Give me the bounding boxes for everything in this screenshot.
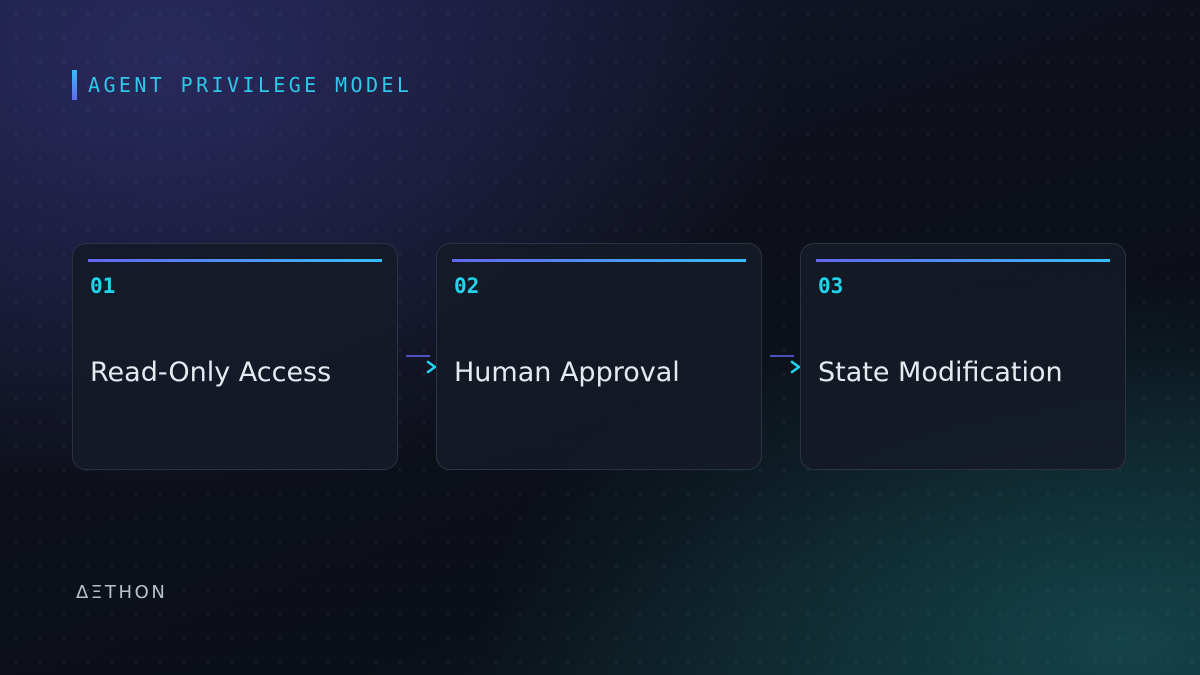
step-number: 03	[818, 274, 844, 298]
card-accent-line	[452, 259, 746, 262]
step-label: State Modification	[818, 357, 1063, 388]
brand-logo: ΔΞTHON	[76, 582, 168, 603]
step-label: Human Approval	[454, 357, 680, 388]
step-number: 02	[454, 274, 480, 298]
card-accent-line	[88, 259, 382, 262]
step-label: Read-Only Access	[90, 357, 332, 388]
step-card-read-only: 01 Read-Only Access	[72, 243, 398, 470]
arrow-right-icon	[770, 355, 801, 374]
step-card-human-approval: 02 Human Approval	[436, 243, 762, 470]
step-card-state-modification: 03 State Modification	[800, 243, 1126, 470]
slide-header: AGENT PRIVILEGE MODEL	[72, 70, 412, 100]
slide-title: AGENT PRIVILEGE MODEL	[88, 73, 413, 97]
header-accent-bar	[72, 70, 77, 100]
arrow-right-icon	[406, 355, 437, 374]
step-number: 01	[90, 274, 116, 298]
card-accent-line	[816, 259, 1110, 262]
